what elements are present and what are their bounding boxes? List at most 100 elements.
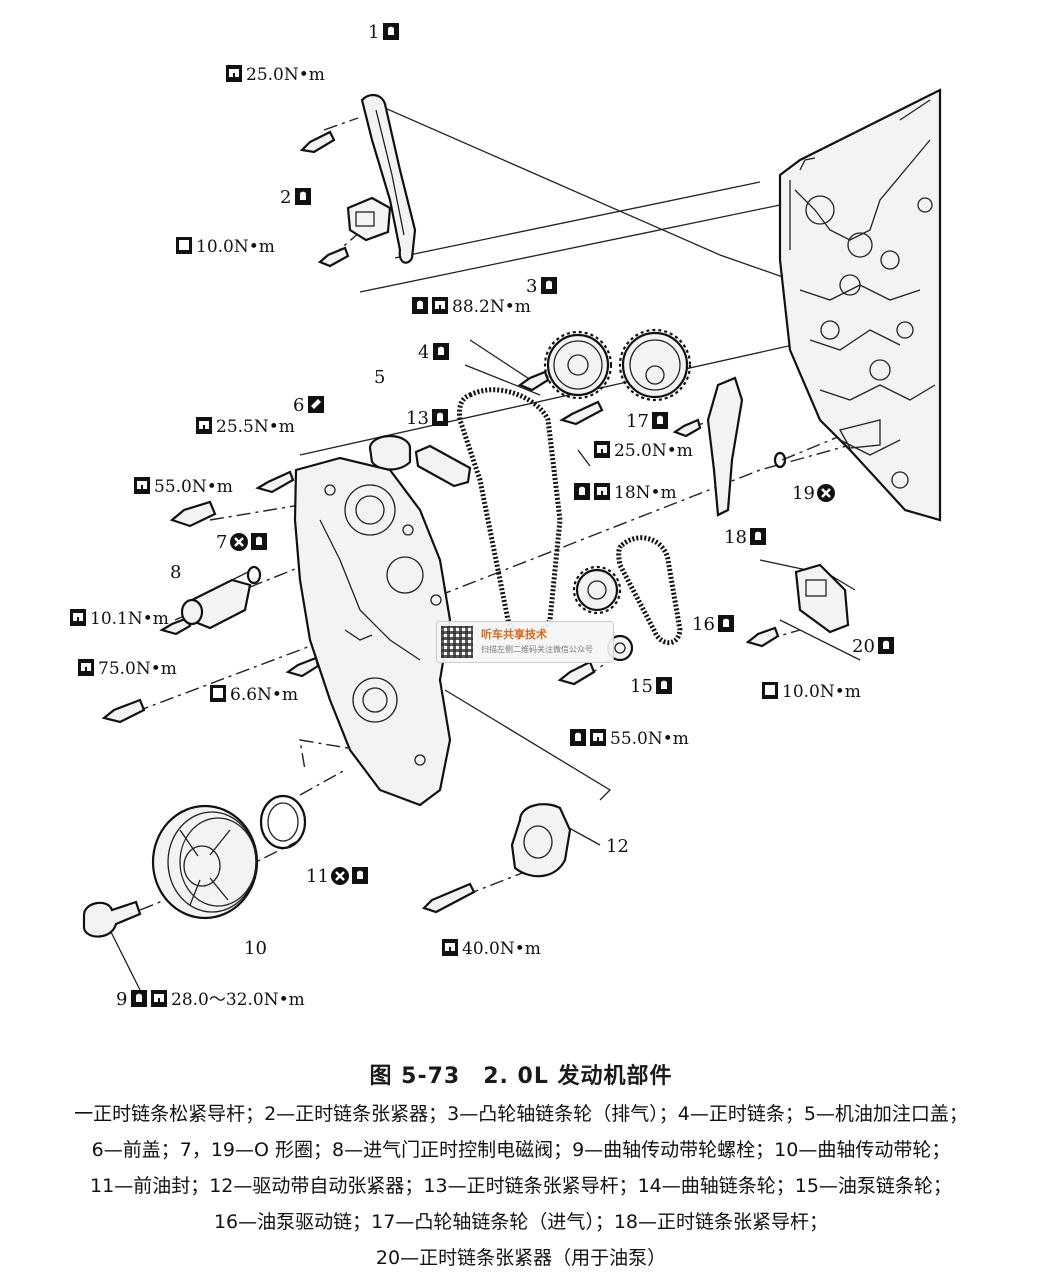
part-number: 15 [630,676,653,697]
callout-t10: 6.6N•m [210,685,298,705]
part-number: 16 [692,614,715,635]
replace-torque-icon [412,297,448,314]
replace-icon [541,277,557,294]
callout-t4: 25.5N•m [196,417,295,437]
torque-value: 25.0N•m [614,441,693,461]
no-reuse-replace-icon [331,867,368,885]
timing-chain-tension-guide-18 [706,376,744,517]
replace-icon [652,412,668,429]
callout-n20: 20 [852,636,894,657]
engine-block [778,88,942,522]
watermark: 听车共享技术 扫描左侧二维码关注微信公众号 [436,621,614,663]
torque-value: 10.1N•m [90,609,169,629]
part-number: 13 [406,408,429,429]
torque-icon [442,939,458,956]
oil-pump-drive-chain [616,535,683,646]
callout-n6: 6 [293,395,324,416]
watermark-title: 听车共享技术 [481,628,547,641]
legend-line: 16—油泵驱动链；17—凸轮轴链条轮（进气）；18—正时链条张紧导杆； [213,1211,829,1233]
part-number: 20 [852,636,875,657]
caption-title: 图 5-73 2. 0L 发动机部件 [369,1064,673,1089]
callout-t13: 40.0N•m [442,939,541,959]
drive-belt-auto-tensioner [510,803,572,878]
torque-gauge-icon [762,682,778,699]
replace-icon [432,409,448,426]
callout-t9: 75.0N•m [78,659,177,679]
crankshaft-pulley [151,804,259,920]
callout-t3: 88.2N•m [412,297,531,317]
callout-t12: 55.0N•m [570,729,689,749]
timing-chain-tension-guide [414,444,472,488]
torque-gauge-icon [176,237,192,254]
callout-t8: 10.1N•m [70,609,169,629]
replace-torque-icon [574,483,610,500]
part-number: 9 [116,989,127,1010]
callout-t2: 10.0N•m [176,237,275,257]
torque-icon [594,441,610,458]
replace-torque-icon [570,729,606,746]
no-reuse-replace-icon [230,533,267,551]
part-number: 6 [293,395,304,416]
torque-value: 10.0N•m [782,682,861,702]
replace-icon [295,188,311,205]
callout-n11: 11 [306,866,368,887]
callout-t7: 55.0N•m [134,477,233,497]
torque-value: 18N•m [614,483,677,503]
qr-code-icon [441,626,473,658]
part-number: 3 [526,276,537,297]
part-number: 11 [306,866,329,887]
torque-value: 55.0N•m [610,729,689,749]
replace-torque-icon [131,990,167,1007]
callout-t14: 9 28.0～32.0N•m [116,989,305,1010]
engine-parts-diagram: 25.0N•m1210.0N•m88.2N•m345625.5N•m131725… [70,22,942,1010]
legend-line: 20—正时链条张紧器（用于油泵） [375,1247,667,1269]
torque-value: 75.0N•m [98,659,177,679]
torque-value: 88.2N•m [452,297,531,317]
part-number: 4 [418,342,429,363]
callout-n10: 10 [244,938,267,959]
part-number: 1 [368,22,379,43]
callout-n19: 19 [792,483,835,504]
o-ring-7 [246,565,262,585]
legend-line: 一正时链条松紧导杆；2—正时链条张紧器；3—凸轮轴链条轮（排气）；4—正时链条；… [74,1103,968,1125]
replace-icon [656,677,672,694]
part-number: 10 [244,938,267,959]
torque-icon [196,417,212,434]
torque-value: 6.6N•m [230,685,298,705]
callout-n5: 5 [374,367,385,388]
callout-t1: 25.0N•m [226,65,325,85]
callout-n8: 8 [170,562,181,583]
timing-chain [457,387,563,638]
replace-icon [878,637,894,654]
callout-t5: 25.0N•m [594,441,693,461]
oil-pump-chain-tensioner [794,563,850,634]
callout-n2: 2 [280,187,311,208]
torque-icon [70,609,86,626]
callout-n15: 15 [630,676,672,697]
torque-value: 28.0～32.0N•m [171,990,305,1010]
no-reuse-icon [817,484,835,502]
legend-line: 11—前油封；12—驱动带自动张紧器；13—正时链条张紧导杆；14—曲轴链条轮；… [90,1175,952,1197]
callout-n12: 12 [606,836,629,857]
legend-line: 6—前盖；7，19—O 形圈；8—进气门正时控制电磁阀；9—曲轴传动带轮螺栓；1… [91,1139,951,1161]
intake-vvt-solenoid [180,571,252,630]
part-number: 8 [170,562,181,583]
crankshaft-sprocket [572,565,622,615]
replace-icon [383,23,399,40]
part-number: 2 [280,187,291,208]
figure-caption: 图 5-73 2. 0L 发动机部件 一正时链条松紧导杆；2—正时链条张紧器；3… [0,1052,1042,1276]
part-number: 17 [626,411,649,432]
torque-value: 55.0N•m [154,477,233,497]
timing-chain-slack-guide [360,94,417,264]
callout-n3: 3 [526,276,557,297]
torque-icon [226,65,242,82]
front-cover [293,456,452,807]
callout-n17: 17 [626,411,668,432]
torque-gauge-icon [210,685,226,702]
oil-filler-cap [368,434,412,471]
watermark-subtitle: 扫描左侧二维码关注微信公众号 [481,645,593,654]
torque-value: 10.0N•m [196,237,275,257]
replace-icon [718,615,734,632]
camshaft-sprockets [543,328,692,402]
